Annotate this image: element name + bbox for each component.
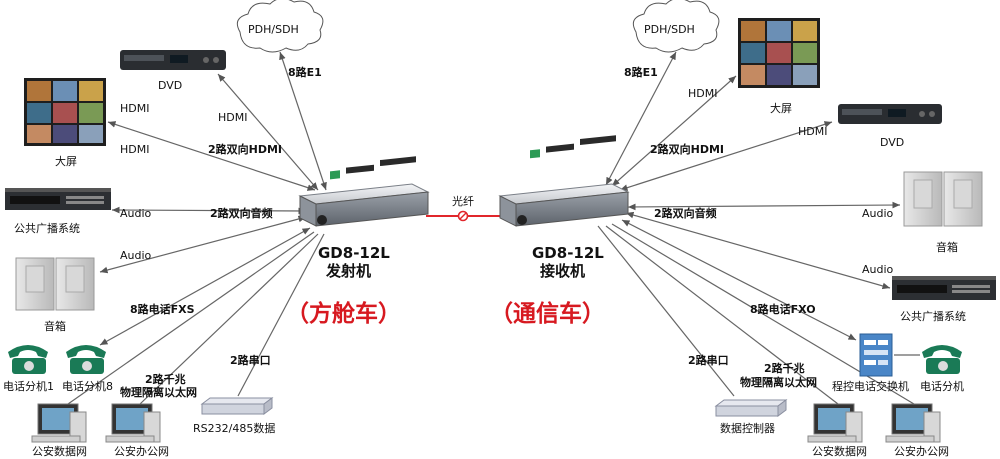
right-pc1-label: 公安数据网: [812, 444, 867, 458]
left-phone1-label: 电话分机1: [3, 379, 54, 393]
right-e1-label: 8路E1: [624, 65, 658, 79]
right-pc-1-icon: [807, 403, 863, 443]
right-screen-label: 大屏: [770, 101, 792, 115]
fiber-label: 光纤: [452, 194, 474, 208]
left-gbe-label-1: 2路千兆: [145, 372, 186, 386]
left-audio-bi-label: 2路双向音频: [210, 206, 273, 220]
left-phone8-label: 电话分机8: [62, 379, 113, 393]
right-phone-icon: [922, 345, 962, 374]
link-left-dvd: [217, 73, 319, 191]
transmitter-model: GD8-12L: [318, 244, 390, 262]
right-cloud-label: PDH/SDH: [644, 23, 695, 36]
link-left-pc1: [67, 231, 315, 405]
right-pdh-sdh-cloud: PDH/SDH: [632, 0, 720, 53]
receiver-role: 接收机: [540, 262, 585, 280]
left-pa-label: 公共广播系统: [14, 221, 80, 235]
left-screen-icon: [24, 78, 106, 146]
left-gbe-label-2: 物理隔离以太网: [120, 385, 197, 399]
right-dvd-label: DVD: [880, 136, 904, 149]
left-speaker-label: 音箱: [44, 319, 66, 333]
left-pc1-label: 公安数据网: [32, 444, 87, 458]
link-left-pa: [111, 206, 307, 215]
left-connections: [67, 51, 327, 405]
transmitter-vehicle: （方舱车）: [286, 300, 401, 327]
right-fxo-label: 8路电话FXO: [750, 302, 816, 316]
right-speaker-label: 音箱: [936, 240, 958, 254]
transmitter-role: 发射机: [325, 262, 371, 280]
link-left-phones: [99, 227, 311, 346]
right-pa-label: 公共广播系统: [900, 309, 966, 323]
left-phone-1-icon: [8, 345, 48, 374]
fiber-link: 光纤: [426, 194, 500, 222]
left-dvd-player-icon: [120, 50, 226, 70]
left-speaker-icon: [15, 257, 95, 311]
link-right-pa: [625, 211, 891, 290]
right-hdmi-bi-label: 2路双向HDMI: [650, 142, 724, 156]
left-audio-label-1: Audio: [120, 207, 152, 220]
right-pc2-label: 公安办公网: [894, 444, 949, 458]
left-phone-8-icon: [66, 345, 106, 374]
right-audio-label-1: Audio: [862, 207, 894, 220]
receiver-device-icon: [498, 135, 630, 227]
right-gbe-label-1: 2路千兆: [764, 361, 805, 375]
link-left-serial: [237, 233, 325, 397]
right-audio-label-2: Audio: [862, 263, 894, 276]
right-connections: [597, 51, 920, 405]
left-fxs-label: 8路电话FXS: [130, 302, 195, 316]
right-pc-2-icon: [885, 403, 941, 443]
link-left-pc2: [139, 233, 319, 405]
left-cloud-label: PDH/SDH: [248, 23, 299, 36]
left-hdmi-bi-label: 2路双向HDMI: [208, 142, 282, 156]
link-left-speaker: [99, 215, 307, 274]
left-hdmi-label-1: HDMI: [120, 102, 149, 115]
link-right-serial: [597, 225, 735, 397]
left-pc-1-icon: [31, 403, 87, 443]
right-serial-label: 2路串口: [688, 353, 729, 367]
right-hdmi-label-2: HDMI: [798, 125, 827, 138]
right-gbe-label-2: 物理隔离以太网: [740, 375, 817, 389]
right-pbx-label: 程控电话交换机: [832, 379, 909, 393]
right-audio-bi-label: 2路双向音频: [654, 206, 717, 220]
left-pa-system-icon: [5, 188, 111, 210]
right-pa-system-icon: [892, 276, 996, 300]
receiver-vehicle: （通信车）: [490, 300, 605, 327]
transmitter-device-icon: [298, 156, 430, 227]
left-dvd-label: DVD: [158, 79, 182, 92]
right-screen-icon: [738, 18, 820, 88]
left-screen-label: 大屏: [55, 154, 77, 168]
left-pdh-sdh-cloud: PDH/SDH: [236, 0, 324, 53]
right-serial-device-label: 数据控制器: [720, 421, 775, 435]
left-serial-device-label: RS232/485数据: [193, 421, 275, 435]
right-phone-label: 电话分机: [920, 379, 964, 393]
link-right-speaker: [627, 201, 901, 211]
right-speaker-icon: [903, 171, 983, 227]
left-e1-label: 8路E1: [288, 65, 322, 79]
receiver-model: GD8-12L: [532, 244, 604, 262]
left-hdmi-label-2: HDMI: [218, 111, 247, 124]
left-pc2-label: 公安办公网: [114, 444, 169, 458]
right-dvd-player-icon: [838, 104, 942, 124]
left-serial-device-icon: [200, 397, 274, 415]
right-pbx-icon: [859, 333, 893, 377]
left-audio-label-2: Audio: [120, 249, 152, 262]
right-serial-device-icon: [714, 399, 788, 417]
left-hdmi-label-3: HDMI: [120, 143, 149, 156]
link-right-pbx: [621, 219, 857, 341]
link-left-screen: [107, 121, 316, 191]
left-pc-2-icon: [105, 403, 161, 443]
left-serial-label: 2路串口: [230, 353, 271, 367]
right-hdmi-label-1: HDMI: [688, 87, 717, 100]
link-right-pc1: [605, 225, 839, 405]
link-right-dvd: [619, 121, 833, 191]
